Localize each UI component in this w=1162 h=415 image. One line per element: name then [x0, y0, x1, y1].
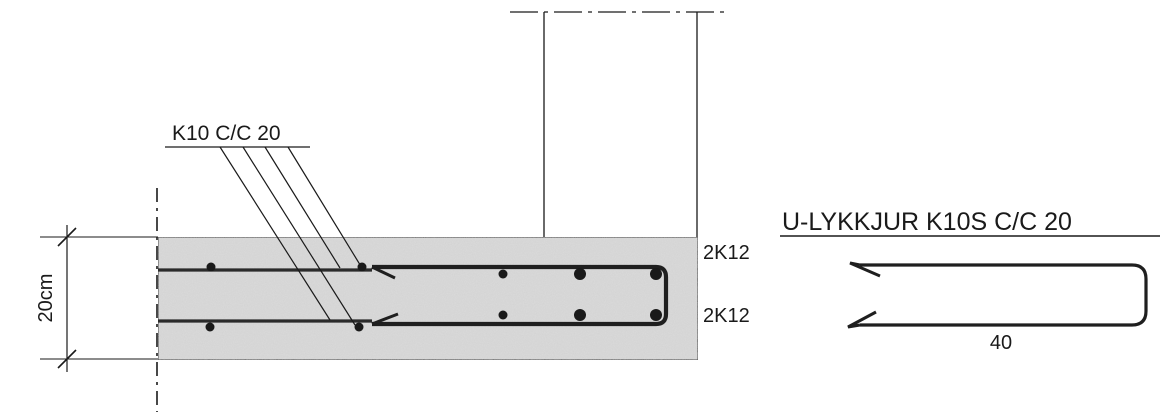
leader-line [219, 146, 331, 321]
u-bar-hook-top [371, 265, 396, 280]
callout-label: K10 C/C 20 [172, 122, 281, 145]
leader-line [264, 146, 341, 269]
u-bar-shape-hook-top [849, 261, 881, 278]
thickness-dimension: 20cm [35, 225, 158, 372]
bar-dot [498, 269, 508, 279]
callout-leaders: K10 C/C 20 [165, 122, 363, 326]
u-bar-title: U-LYKKJUR K10S C/C 20 [782, 208, 1072, 236]
bottom-bars-label: 2K12 [703, 305, 750, 327]
leader-line [287, 146, 363, 269]
bar-dot [205, 322, 215, 332]
bar-dot-large [574, 309, 586, 321]
bar-dot-large [574, 268, 586, 280]
u-bar-hook-bottom [371, 312, 399, 326]
wall-above-slab [510, 11, 730, 237]
u-bar-in-slab [372, 264, 669, 327]
dim-tick-bottom [57, 349, 77, 369]
bar-dot-large [650, 309, 662, 321]
bar-dot [354, 322, 364, 332]
concrete-slab-section [157, 236, 699, 361]
bar-dot [498, 310, 508, 320]
u-bar-length-label: 40 [990, 332, 1012, 354]
u-bar-detail: U-LYKKJUR K10S C/C 20 40 [780, 208, 1160, 354]
leader-line [242, 146, 356, 326]
bar-dot-large [650, 268, 662, 280]
dim-tick-top [57, 227, 77, 247]
bar-dot [206, 262, 216, 272]
thickness-label: 20cm [35, 274, 57, 323]
u-bar-shape [860, 263, 1148, 327]
top-bars-label: 2K12 [703, 242, 750, 264]
u-bar-shape-hook-bottom [847, 310, 877, 329]
rebar-group [158, 262, 669, 332]
